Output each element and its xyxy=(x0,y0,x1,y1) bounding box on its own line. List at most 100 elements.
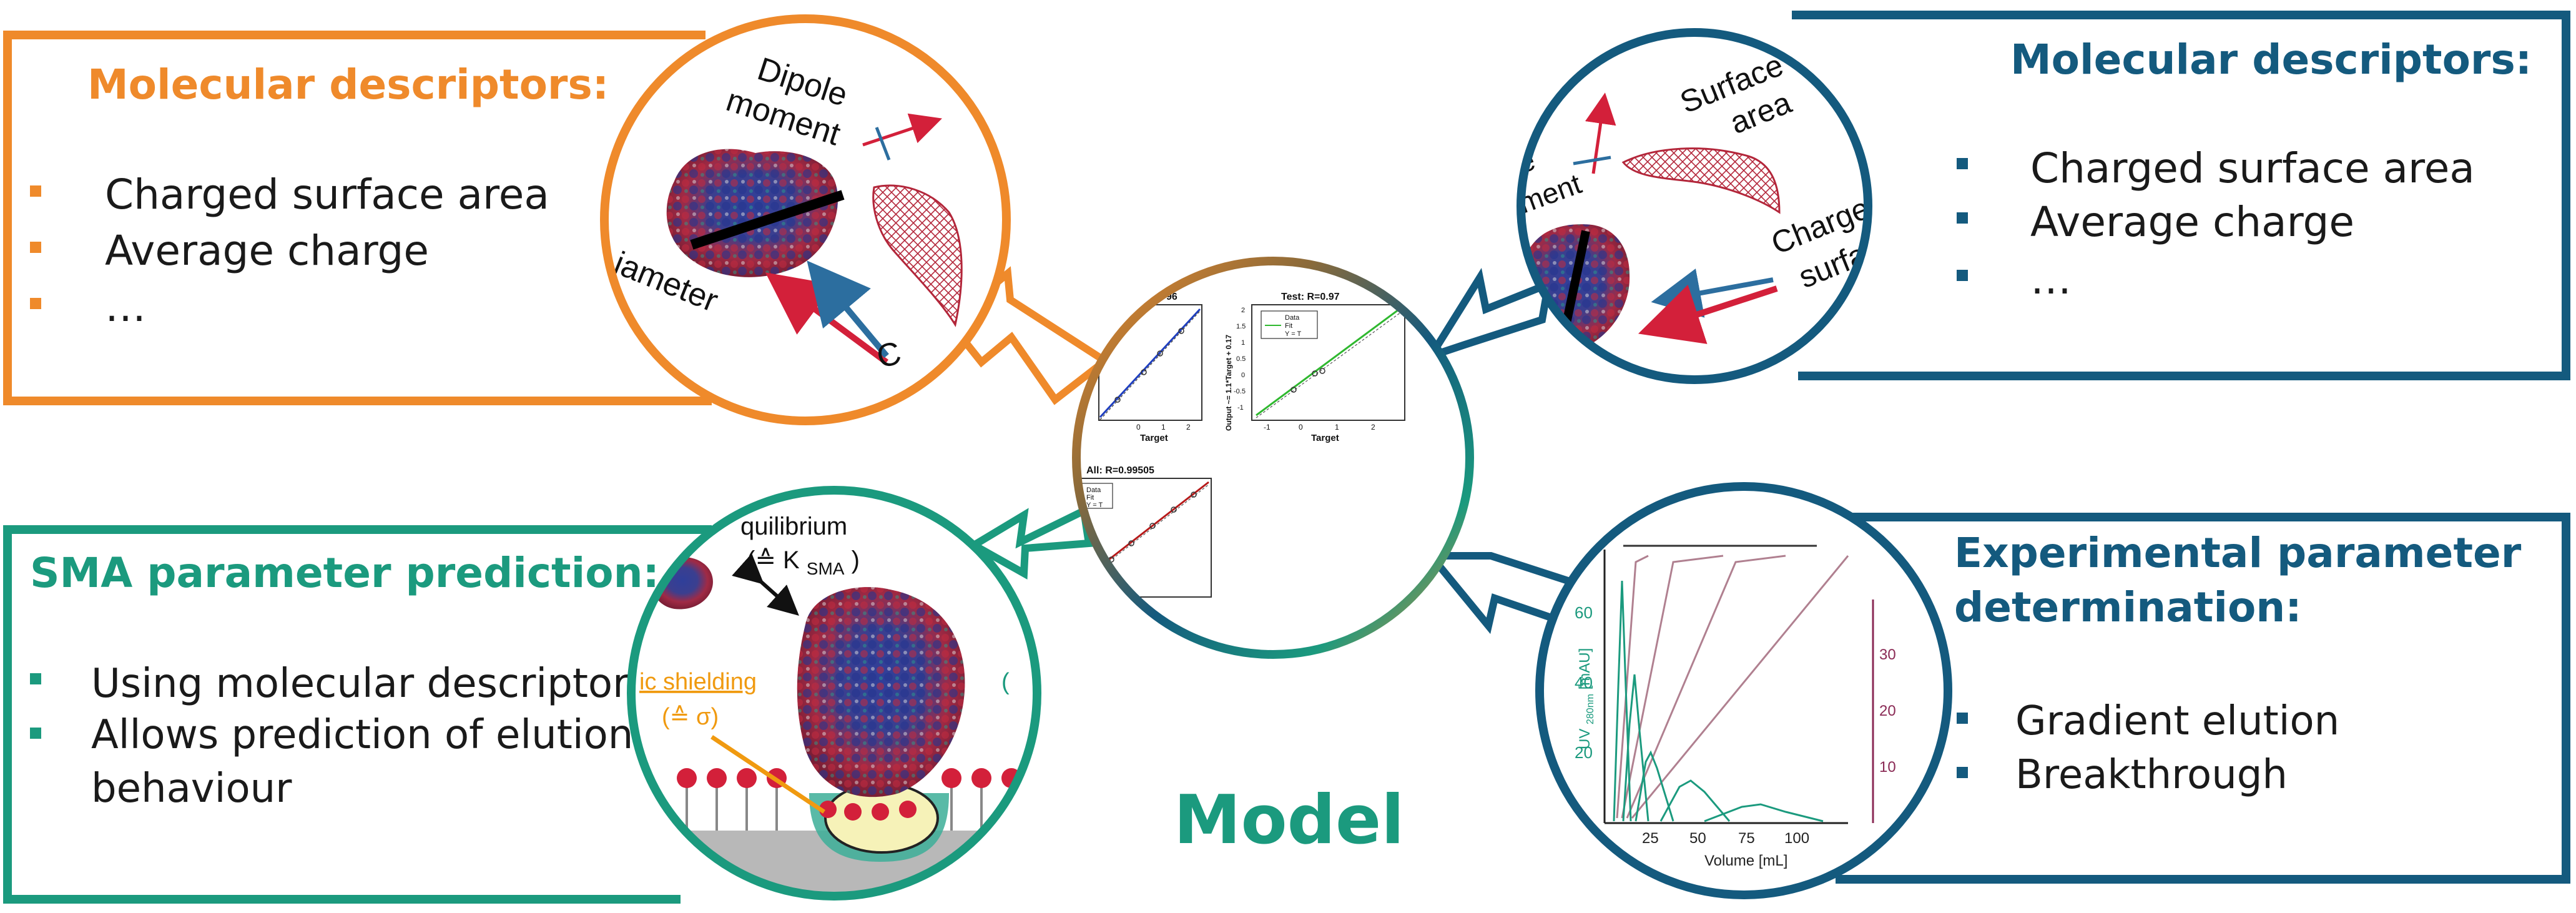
tick-label: 60 xyxy=(1575,603,1593,622)
bullet-item: Breakthrough xyxy=(2015,752,2288,798)
regression-panel-training: 96 0 1 2 Target xyxy=(1098,292,1202,443)
shielding-pointer xyxy=(710,735,825,814)
dipole-arrow xyxy=(1585,92,1616,174)
zoom-circle-ring xyxy=(1517,28,1872,384)
bullet-item: Charged surface area xyxy=(2030,144,2475,192)
bullet-square xyxy=(30,298,41,309)
data-point xyxy=(1178,328,1184,334)
ligand-head xyxy=(844,803,862,821)
uv-peak xyxy=(1635,750,1674,822)
bullet-square xyxy=(1957,270,1968,281)
box-molecular-descriptors-left: Molecular descriptors: Charged surface a… xyxy=(3,31,712,405)
zoom-circle-ring xyxy=(600,14,1011,425)
conductivity-curves xyxy=(1616,555,1849,819)
bullet-item: … xyxy=(2030,255,2072,304)
salt-gradient xyxy=(1631,555,1849,819)
arrow-model-to-bottom-left xyxy=(966,505,1093,580)
tick-label: 1 xyxy=(1161,423,1166,432)
x-ticks: 25 50 75 100 xyxy=(1642,830,1809,847)
regression-panel-test: Test: R=0.97 Data Fit Y = T -1 0 1 2 2 1… xyxy=(1224,292,1405,443)
box-frame xyxy=(3,31,712,405)
identity-line xyxy=(1256,312,1402,418)
panel-title: All: R=0.99505 xyxy=(1086,465,1154,476)
axis-label: Target xyxy=(1311,433,1339,443)
bullet-square xyxy=(1957,767,1968,778)
tick-label: -1 xyxy=(1237,404,1244,412)
ksma-prefix: (≙ K xyxy=(747,546,800,574)
sigma-label: (≙ σ) xyxy=(662,704,719,730)
regression-panels: 96 0 1 2 Target Test: R=0.97 Data Fit xyxy=(1048,292,1405,612)
bullet-list: Gradient elution Breakthrough xyxy=(1957,698,2339,798)
bullet-list: Using molecular descriptors Allows predi… xyxy=(30,661,650,812)
zoom-circle-bottom-left: quilibrium (≙ K SMA ) ic shielding (≙ σ)… xyxy=(627,486,1041,901)
tick-label: 75 xyxy=(1738,830,1755,847)
salt-gradient xyxy=(1626,555,1786,819)
y-axis-label-main: UV xyxy=(1576,729,1593,749)
box-title: SMA parameter prediction: xyxy=(30,549,659,597)
shielding-label: ic shielding xyxy=(639,669,757,695)
legend-data: Data xyxy=(1086,486,1101,494)
tick-label: 2 xyxy=(1186,423,1191,432)
tick-label: 10 xyxy=(1879,759,1896,776)
bullet-item: Average charge xyxy=(2030,198,2354,246)
tick-label: -1 xyxy=(1264,423,1271,432)
equilibrium-label: quilibrium xyxy=(740,513,847,540)
y-ticks: 20 40 60 xyxy=(1575,603,1593,762)
tick-label: 0 xyxy=(1136,423,1141,432)
ligand-head xyxy=(872,803,889,821)
bullet-item: Allows prediction of elution behaviour xyxy=(91,712,646,812)
bullet-list: Charged surface area Average charge … xyxy=(1957,144,2475,304)
box-title-line-2: determination: xyxy=(1954,583,2302,631)
tick-label: 0 xyxy=(1241,372,1245,379)
equilibrium-arrow xyxy=(732,553,799,616)
y-axis-label-sub: 280nm xyxy=(1585,694,1596,724)
bullet-square xyxy=(30,673,41,684)
model-label: Model xyxy=(1174,781,1404,859)
bullet-square xyxy=(1957,212,1968,224)
ksma-suffix: ) xyxy=(852,546,860,574)
model-circle: 96 0 1 2 Target Test: R=0.97 Data Fit xyxy=(1048,257,1474,659)
legend-fit: Fit xyxy=(1086,494,1094,501)
y-ticks: 2 1.5 1 0.5 0 -0.5 -1 xyxy=(1234,307,1246,412)
bullet-item-text: Allows prediction of elution xyxy=(91,712,633,758)
tick-label: 100 xyxy=(1784,830,1809,847)
ksma-subscript: SMA xyxy=(807,559,845,578)
bullet-square xyxy=(1957,158,1968,169)
data-point xyxy=(1114,397,1121,403)
axis-label: Output xyxy=(1048,585,1057,612)
zoom-circle-top-right: Surface area Charged surfaces e ment xyxy=(1517,28,1872,384)
charge-arrow-red xyxy=(1638,284,1778,344)
data-point xyxy=(1128,540,1134,546)
data-point xyxy=(1290,387,1297,393)
box-frame xyxy=(1792,11,2570,380)
legend-data: Data xyxy=(1285,314,1300,322)
tick-label: 1.5 xyxy=(1236,323,1246,330)
zoom-circle-bottom-right: 20 40 60 10 20 30 25 50 75 100 Volume [m… xyxy=(1535,482,1952,899)
ligand-head xyxy=(971,768,991,788)
data-point xyxy=(1157,350,1163,357)
box-title-line-1: Experimental parameter xyxy=(1954,529,2522,577)
tick-label: 50 xyxy=(1689,830,1706,847)
ligand-head xyxy=(707,768,727,788)
zoom-circle-ring xyxy=(627,486,1041,901)
tick-label: 0 xyxy=(1299,423,1303,432)
charge-arrow-blue xyxy=(807,260,889,358)
x-axis-label: Volume [mL] xyxy=(1704,852,1787,869)
bullet-item: Using molecular descriptors xyxy=(91,661,650,707)
data-point xyxy=(1312,370,1318,377)
tick-label: 20 xyxy=(1879,703,1896,719)
partial-label-right: ( xyxy=(1001,669,1010,695)
bound-ligands xyxy=(819,801,917,821)
legend-fit: Fit xyxy=(1285,322,1292,330)
uv-peak xyxy=(1622,674,1649,822)
tick-label: 40 xyxy=(1575,673,1593,692)
tick-label: 1 xyxy=(1335,423,1339,432)
protein-surface-texture xyxy=(666,149,838,277)
bullet-square xyxy=(30,728,41,739)
dipole-arrow xyxy=(862,113,942,147)
bullet-list: Charged surface area Average charge … xyxy=(30,170,549,331)
bullet-square xyxy=(30,185,41,197)
box-sma-parameter-prediction: SMA parameter prediction: Using molecula… xyxy=(3,525,712,904)
tick-label: 30 xyxy=(1879,646,1896,663)
ksma-label: (≙ K SMA ) xyxy=(747,546,860,580)
